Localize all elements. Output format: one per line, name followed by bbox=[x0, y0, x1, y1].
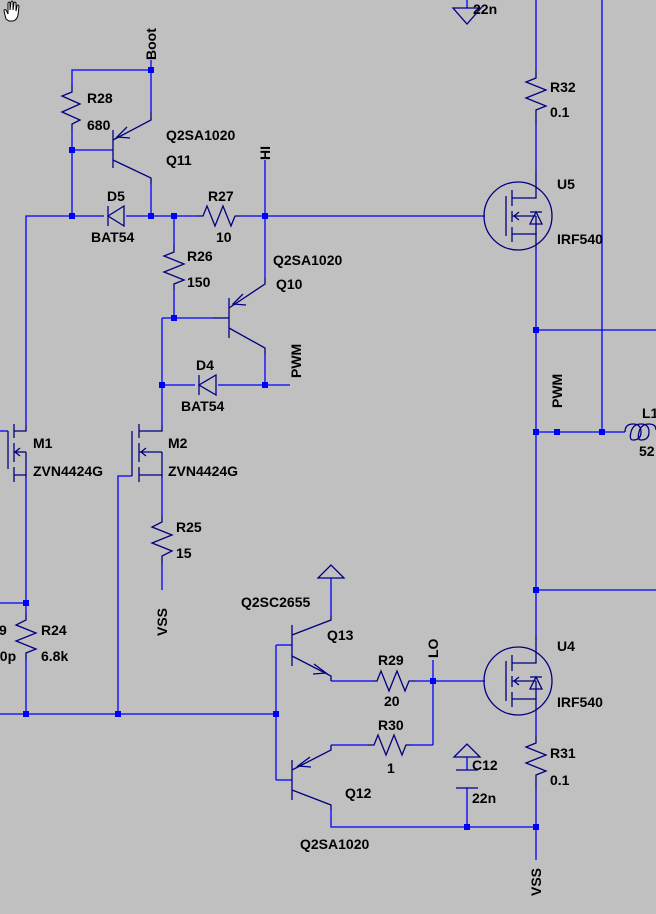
transistor-q11[interactable] bbox=[112, 112, 152, 184]
m2-ref: M2 bbox=[168, 435, 188, 451]
vss-label-bottom: VSS bbox=[528, 868, 544, 896]
q13-ref: Q13 bbox=[327, 627, 354, 643]
r27-value: 10 bbox=[216, 229, 232, 245]
ground-symbol-q13 bbox=[316, 564, 346, 579]
d4-ref: D4 bbox=[196, 357, 214, 373]
cut-left-val: 00p bbox=[0, 648, 16, 664]
cut-right-val: 52 bbox=[639, 443, 655, 459]
mosfet-m2[interactable] bbox=[131, 424, 163, 482]
resistor-r29[interactable] bbox=[371, 669, 415, 693]
mosfet-m1[interactable] bbox=[7, 424, 27, 482]
mosfet-u4[interactable] bbox=[483, 635, 553, 716]
d4-value: BAT54 bbox=[181, 398, 225, 414]
resistor-r32[interactable] bbox=[524, 70, 548, 125]
q11-value: Q2SA1020 bbox=[166, 127, 235, 143]
r26-ref: R26 bbox=[187, 248, 213, 264]
inductor-l1[interactable] bbox=[624, 423, 656, 441]
r25-value: 15 bbox=[176, 545, 192, 561]
r32-ref: R32 bbox=[550, 79, 576, 95]
r29-value: 20 bbox=[384, 693, 400, 709]
u5-ref: U5 bbox=[557, 176, 575, 192]
net-labels: 22n Boot HI PWM PWM LO VSS VSS 9 00p L1 … bbox=[0, 1, 656, 896]
q10-ref: Q10 bbox=[276, 276, 303, 292]
r31-ref: R31 bbox=[550, 745, 576, 761]
u4-ref: U4 bbox=[557, 638, 575, 654]
pwm-label-q10: PWM bbox=[288, 344, 304, 378]
q10-value: Q2SA1020 bbox=[273, 252, 342, 268]
vss-label-r25: VSS bbox=[154, 608, 170, 636]
hi-label: HI bbox=[257, 146, 273, 160]
resistor-r31[interactable] bbox=[524, 735, 548, 790]
resistor-r28[interactable] bbox=[60, 85, 82, 130]
transistor-q12[interactable] bbox=[291, 745, 332, 810]
r30-value: 1 bbox=[387, 760, 395, 776]
r27-ref: R27 bbox=[208, 188, 234, 204]
u5-value: IRF540 bbox=[557, 231, 603, 247]
ground-symbol-top bbox=[451, 7, 483, 25]
m1-ref: M1 bbox=[33, 435, 53, 451]
top-cap-value: 22n bbox=[473, 1, 497, 17]
r30-ref: R30 bbox=[378, 717, 404, 733]
cut-right-ref: L1 bbox=[642, 405, 656, 421]
transistor-q10[interactable] bbox=[213, 278, 266, 355]
q13-value: Q2SC2655 bbox=[241, 594, 310, 610]
pwm-label-mid: PWM bbox=[549, 374, 565, 408]
resistor-r25[interactable] bbox=[150, 515, 174, 565]
lo-label: LO bbox=[425, 638, 441, 658]
r28-ref: R28 bbox=[87, 90, 113, 106]
cut-left-ref: 9 bbox=[0, 622, 7, 638]
m2-value: ZVN4424G bbox=[168, 463, 238, 479]
component-labels: R28 680 Q2SA1020 Q11 D5 BAT54 R27 10 R26… bbox=[33, 79, 603, 852]
resistor-r26[interactable] bbox=[162, 245, 186, 290]
c12-ref: C12 bbox=[472, 757, 498, 773]
m1-value: ZVN4424G bbox=[33, 463, 103, 479]
c12-value: 22n bbox=[472, 790, 496, 806]
transistor-q13[interactable] bbox=[291, 615, 332, 681]
d5-value: BAT54 bbox=[91, 229, 135, 245]
mosfet-u5[interactable] bbox=[483, 170, 553, 251]
junction-dots bbox=[23, 67, 605, 830]
hand-icon bbox=[3, 0, 20, 22]
diode-d4[interactable] bbox=[197, 373, 217, 397]
d5-ref: D5 bbox=[107, 188, 125, 204]
capacitor-c12[interactable] bbox=[456, 769, 478, 789]
resistor-r30[interactable] bbox=[368, 733, 412, 757]
q11-ref: Q11 bbox=[166, 152, 192, 168]
u4-value: IRF540 bbox=[557, 694, 603, 710]
diode-d5[interactable] bbox=[106, 204, 125, 228]
q12-ref: Q12 bbox=[345, 785, 372, 801]
resistor-r27[interactable] bbox=[197, 204, 241, 228]
q12-value: Q2SA1020 bbox=[300, 836, 369, 852]
r29-ref: R29 bbox=[378, 652, 404, 668]
r28-value: 680 bbox=[87, 117, 111, 133]
ground-symbol-c12 bbox=[452, 743, 482, 758]
boot-label: Boot bbox=[143, 28, 159, 60]
r24-ref: R24 bbox=[41, 622, 67, 638]
resistor-r24[interactable] bbox=[14, 613, 38, 660]
r31-value: 0.1 bbox=[550, 772, 570, 788]
r26-value: 150 bbox=[187, 274, 211, 290]
r24-value: 6.8k bbox=[41, 648, 68, 664]
r25-ref: R25 bbox=[176, 519, 202, 535]
r32-value: 0.1 bbox=[550, 104, 570, 120]
